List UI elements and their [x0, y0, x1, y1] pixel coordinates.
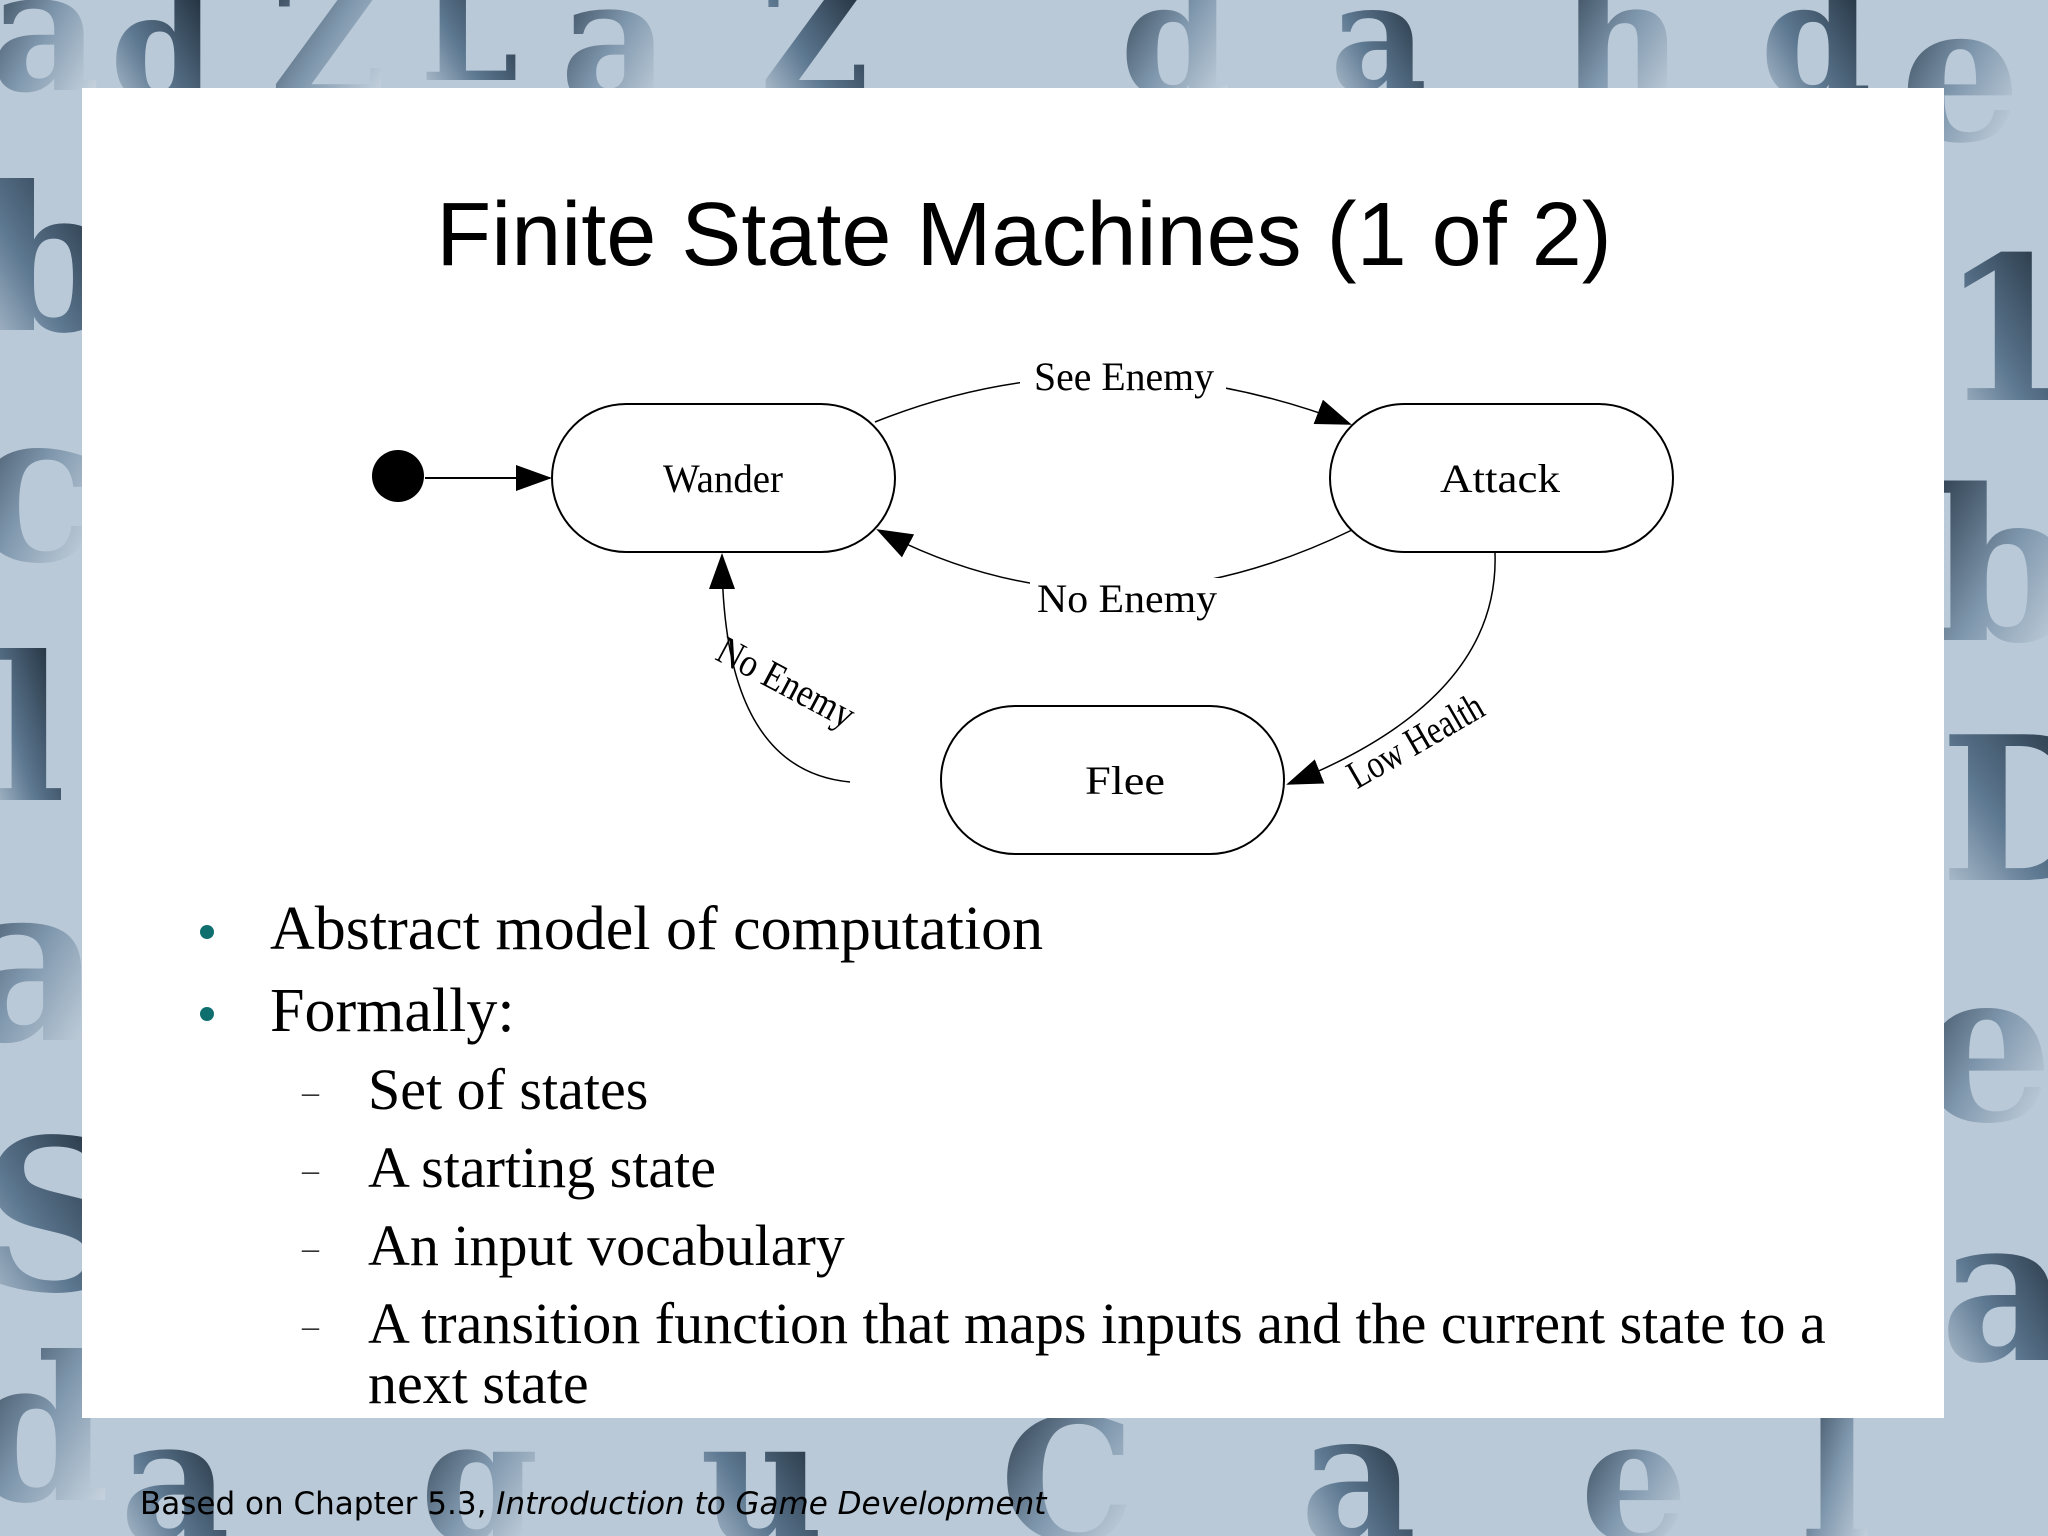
dash-icon: – [302, 1308, 319, 1345]
svg-text:l: l [0, 613, 66, 848]
dash-icon: – [302, 1074, 319, 1111]
transition-label-no-enemy-left: No Enemy [710, 627, 864, 737]
sub-bullet-item: – A starting state [190, 1138, 1890, 1198]
transition-label-no-enemy-top: No Enemy [1037, 576, 1217, 621]
sub-bullet-text: An input vocabulary [368, 1213, 845, 1278]
sub-bullet-item: – A transition function that maps inputs… [190, 1294, 1890, 1414]
svg-text:a: a [1940, 1173, 2048, 1408]
state-label-flee: Flee [1085, 758, 1165, 803]
footer-book-title: Introduction to Game Development [496, 1486, 1047, 1522]
initial-state-dot [372, 450, 424, 502]
footer-prefix: Based on Chapter 5.3, [140, 1486, 497, 1522]
bullet-dot-icon [200, 1007, 214, 1021]
state-label-attack: Attack [1440, 456, 1560, 501]
state-attack [1329, 403, 1674, 553]
svg-text:c: c [0, 363, 98, 610]
sub-bullet-text: A starting state [368, 1135, 716, 1200]
transition-label-see-enemy: See Enemy [1034, 354, 1214, 399]
sub-bullet-item: – An input vocabulary [190, 1216, 1890, 1276]
svg-text:b: b [1930, 443, 2048, 690]
slide-footer: Based on Chapter 5.3, Introduction to Ga… [140, 1486, 1046, 1522]
svg-text:1: 1 [1940, 213, 2048, 448]
sub-bullet-text: Set of states [368, 1057, 649, 1122]
transition-label-low-health: Low Health [1339, 683, 1491, 797]
bullet-item: Formally: [190, 970, 1890, 1052]
bullet-item: Abstract model of computation [190, 888, 1890, 970]
state-label-wander: Wander [663, 456, 783, 501]
slide-title: Finite State Machines (1 of 2) [436, 185, 1612, 285]
bullet-text: Formally: [270, 977, 515, 1045]
dash-icon: – [302, 1230, 319, 1267]
transition-no-enemy-left [709, 553, 851, 783]
dash-icon: – [302, 1152, 319, 1189]
state-wander [551, 403, 896, 553]
svg-text:D: D [1940, 693, 2048, 928]
bullet-list: Abstract model of computation Formally: … [190, 888, 1890, 1414]
sub-bullet-text: A transition function that maps inputs a… [368, 1291, 1826, 1416]
bullet-text: Abstract model of computation [270, 895, 1044, 963]
state-flee [940, 705, 1285, 855]
bullet-dot-icon [200, 925, 214, 939]
sub-bullet-item: – Set of states [190, 1060, 1890, 1120]
transition-low-health [1286, 552, 1496, 785]
